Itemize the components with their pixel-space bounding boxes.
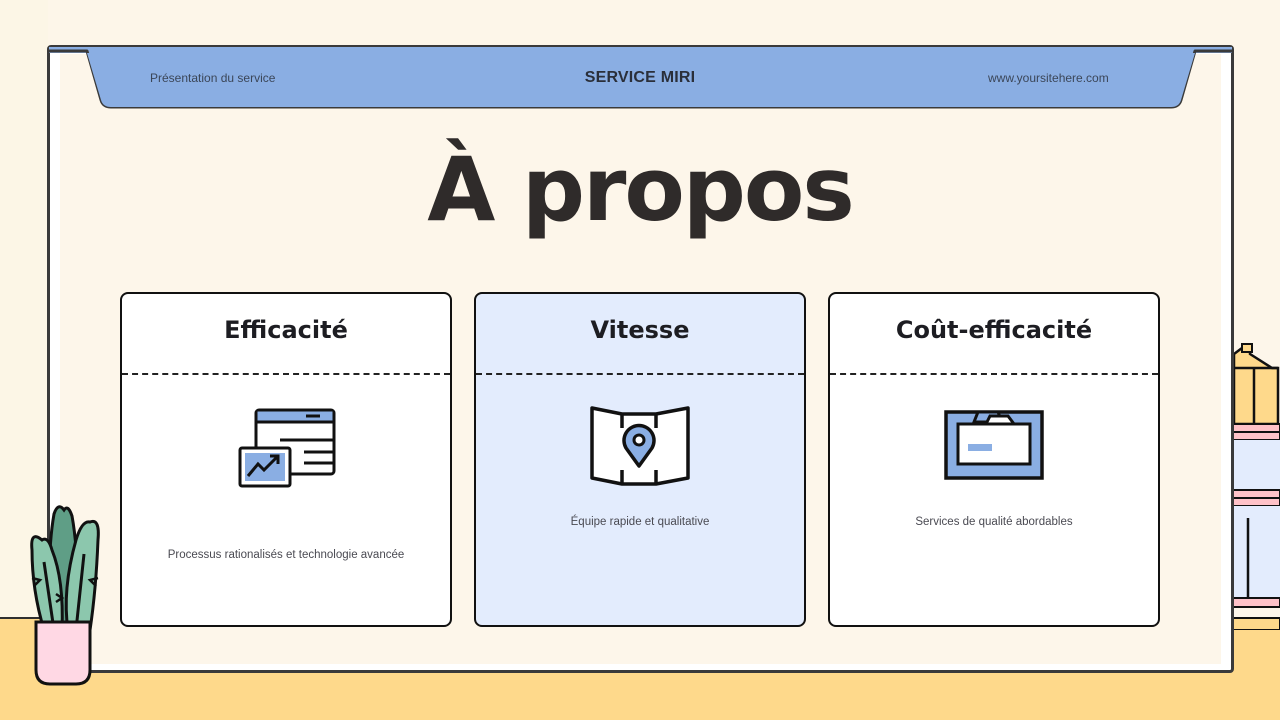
card-vitesse[interactable]: Vitesse Équipe rapide et qualitative [474, 292, 806, 627]
header-subtitle: Présentation du service [150, 71, 276, 85]
card-title: Vitesse [590, 316, 690, 344]
page-title: À propos [427, 138, 854, 241]
map-pin-icon [476, 404, 804, 488]
file-drawer-icon [830, 406, 1158, 482]
background-wall [0, 0, 48, 617]
card-title: Coût-efficacité [895, 316, 1093, 344]
potted-plant-decoration [30, 505, 100, 686]
card-title: Efficacité [224, 316, 348, 344]
card-cout-efficacite[interactable]: Coût-efficacité Services de qualité abor… [828, 292, 1160, 627]
dashed-divider [122, 373, 450, 375]
dashed-divider [830, 373, 1158, 375]
dashboard-growth-icon [122, 406, 450, 490]
header-banner [49, 47, 1232, 109]
card-description: Processus rationalisés et technologie av… [167, 549, 405, 561]
card-description: Équipe rapide et qualitative [570, 516, 710, 528]
card-efficacite[interactable]: Efficacité Processus rationalisés et tec… [120, 292, 452, 627]
header-brand: SERVICE MIRI [584, 69, 696, 86]
card-description: Services de qualité abordables [915, 516, 1073, 528]
header-website-link[interactable]: www.yoursitehere.com [988, 71, 1109, 85]
shelf-lamp-decoration [1232, 340, 1280, 630]
dashed-divider [476, 373, 804, 375]
